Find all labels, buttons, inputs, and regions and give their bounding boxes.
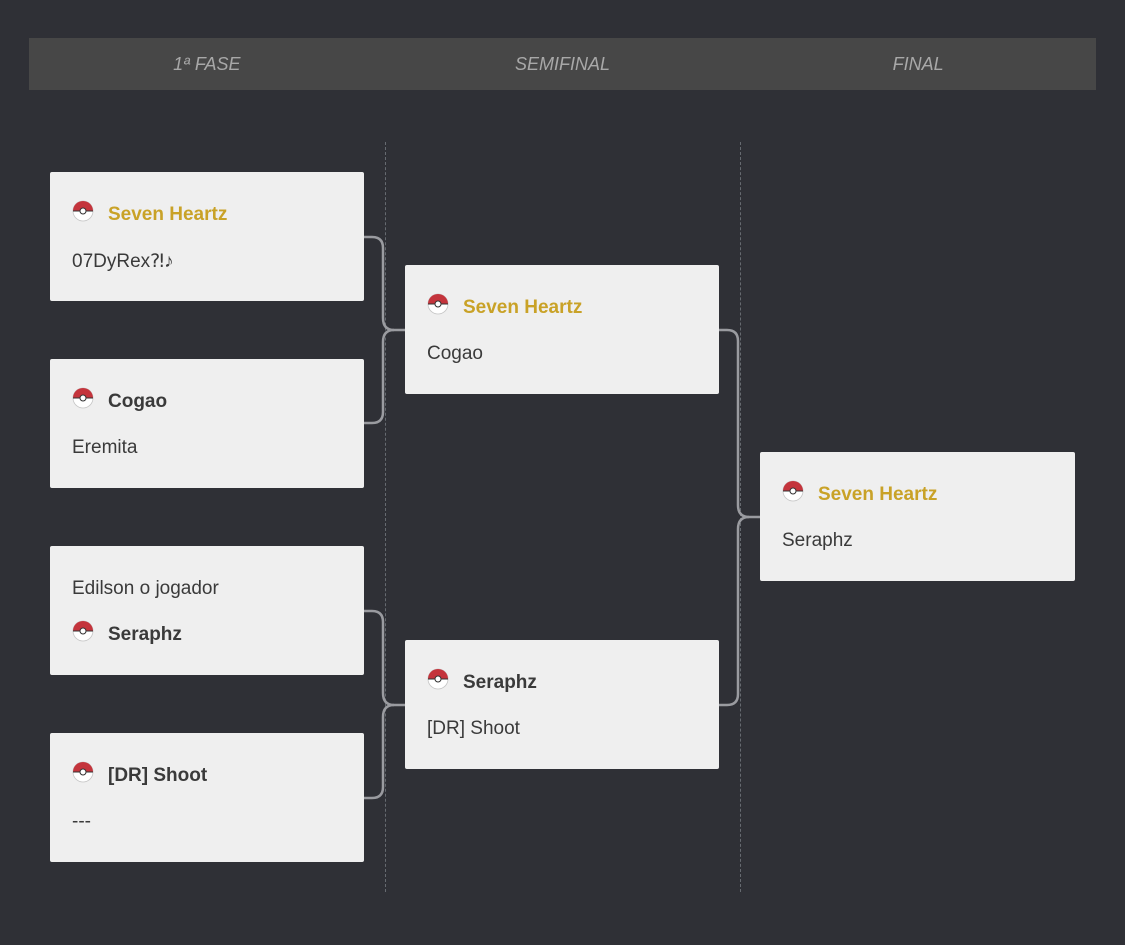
pokeball-icon <box>427 668 449 690</box>
round-label-final: FINAL <box>892 54 944 74</box>
connector-sf-m1 <box>718 328 760 519</box>
participant-loser: [DR] Shoot <box>427 717 520 741</box>
participant-winner: Seven Heartz <box>782 480 938 507</box>
match-card-sf-2[interactable]: Seraphz [DR] Shoot <box>405 640 719 769</box>
match-card-sf-1[interactable]: Seven Heartz Cogao <box>405 265 719 394</box>
connector-sf-m2 <box>718 515 750 707</box>
pokeball-icon <box>72 200 94 222</box>
pokeball-icon <box>72 761 94 783</box>
participant-winner: Cogao <box>72 387 168 414</box>
participant-loser: Edilson o jogador <box>72 577 219 601</box>
participant-name: Edilson o jogador <box>72 578 219 599</box>
round-divider <box>385 142 386 892</box>
round-label-first-phase: 1ª FASE <box>173 54 241 74</box>
connector-r1-m2 <box>363 328 395 425</box>
participant-name: [DR] Shoot <box>108 765 208 786</box>
pokeball-icon <box>72 620 94 642</box>
participant-winner: [DR] Shoot <box>72 761 208 788</box>
participant-loser: Seraphz <box>782 529 853 553</box>
participant-winner: Seven Heartz <box>427 293 583 320</box>
participant-name: Cogao <box>427 343 483 364</box>
participant-winner: Seven Heartz <box>72 200 228 227</box>
pokeball-icon <box>782 480 804 502</box>
participant-name: Cogao <box>108 391 168 412</box>
participant-winner: Seraphz <box>427 668 537 695</box>
participant-loser: --- <box>72 810 91 834</box>
connector-r1-m1 <box>363 235 405 332</box>
connector-r1-m4 <box>363 703 395 800</box>
match-card-final[interactable]: Seven Heartz Seraphz <box>760 452 1075 581</box>
participant-name: --- <box>72 811 91 832</box>
participant-loser: Cogao <box>427 342 483 366</box>
match-card-r1-2[interactable]: Cogao Eremita <box>50 359 364 488</box>
participant-name: [DR] Shoot <box>427 718 520 739</box>
participant-name: Seven Heartz <box>108 204 228 225</box>
match-card-r1-4[interactable]: [DR] Shoot --- <box>50 733 364 862</box>
round-header: 1ª FASE SEMIFINAL FINAL <box>29 38 1096 90</box>
participant-name: Seraphz <box>463 672 537 693</box>
participant-loser: 07DyRex⁈♪ <box>72 249 174 273</box>
participant-winner: Seraphz <box>72 620 182 647</box>
match-card-r1-1[interactable]: Seven Heartz 07DyRex⁈♪ <box>50 172 364 301</box>
participant-name: Seven Heartz <box>463 297 583 318</box>
participant-name: 07DyRex⁈♪ <box>72 250 174 272</box>
pokeball-icon <box>72 387 94 409</box>
participant-loser: Eremita <box>72 436 137 460</box>
participant-name: Eremita <box>72 437 138 458</box>
round-divider <box>740 142 741 892</box>
connector-r1-m3 <box>363 609 405 707</box>
match-card-r1-3[interactable]: Edilson o jogador Seraphz <box>50 546 364 675</box>
participant-name: Seven Heartz <box>818 484 938 505</box>
round-label-semifinal: SEMIFINAL <box>514 54 611 74</box>
participant-name: Seraphz <box>782 530 853 551</box>
participant-name: Seraphz <box>108 624 182 645</box>
pokeball-icon <box>427 293 449 315</box>
